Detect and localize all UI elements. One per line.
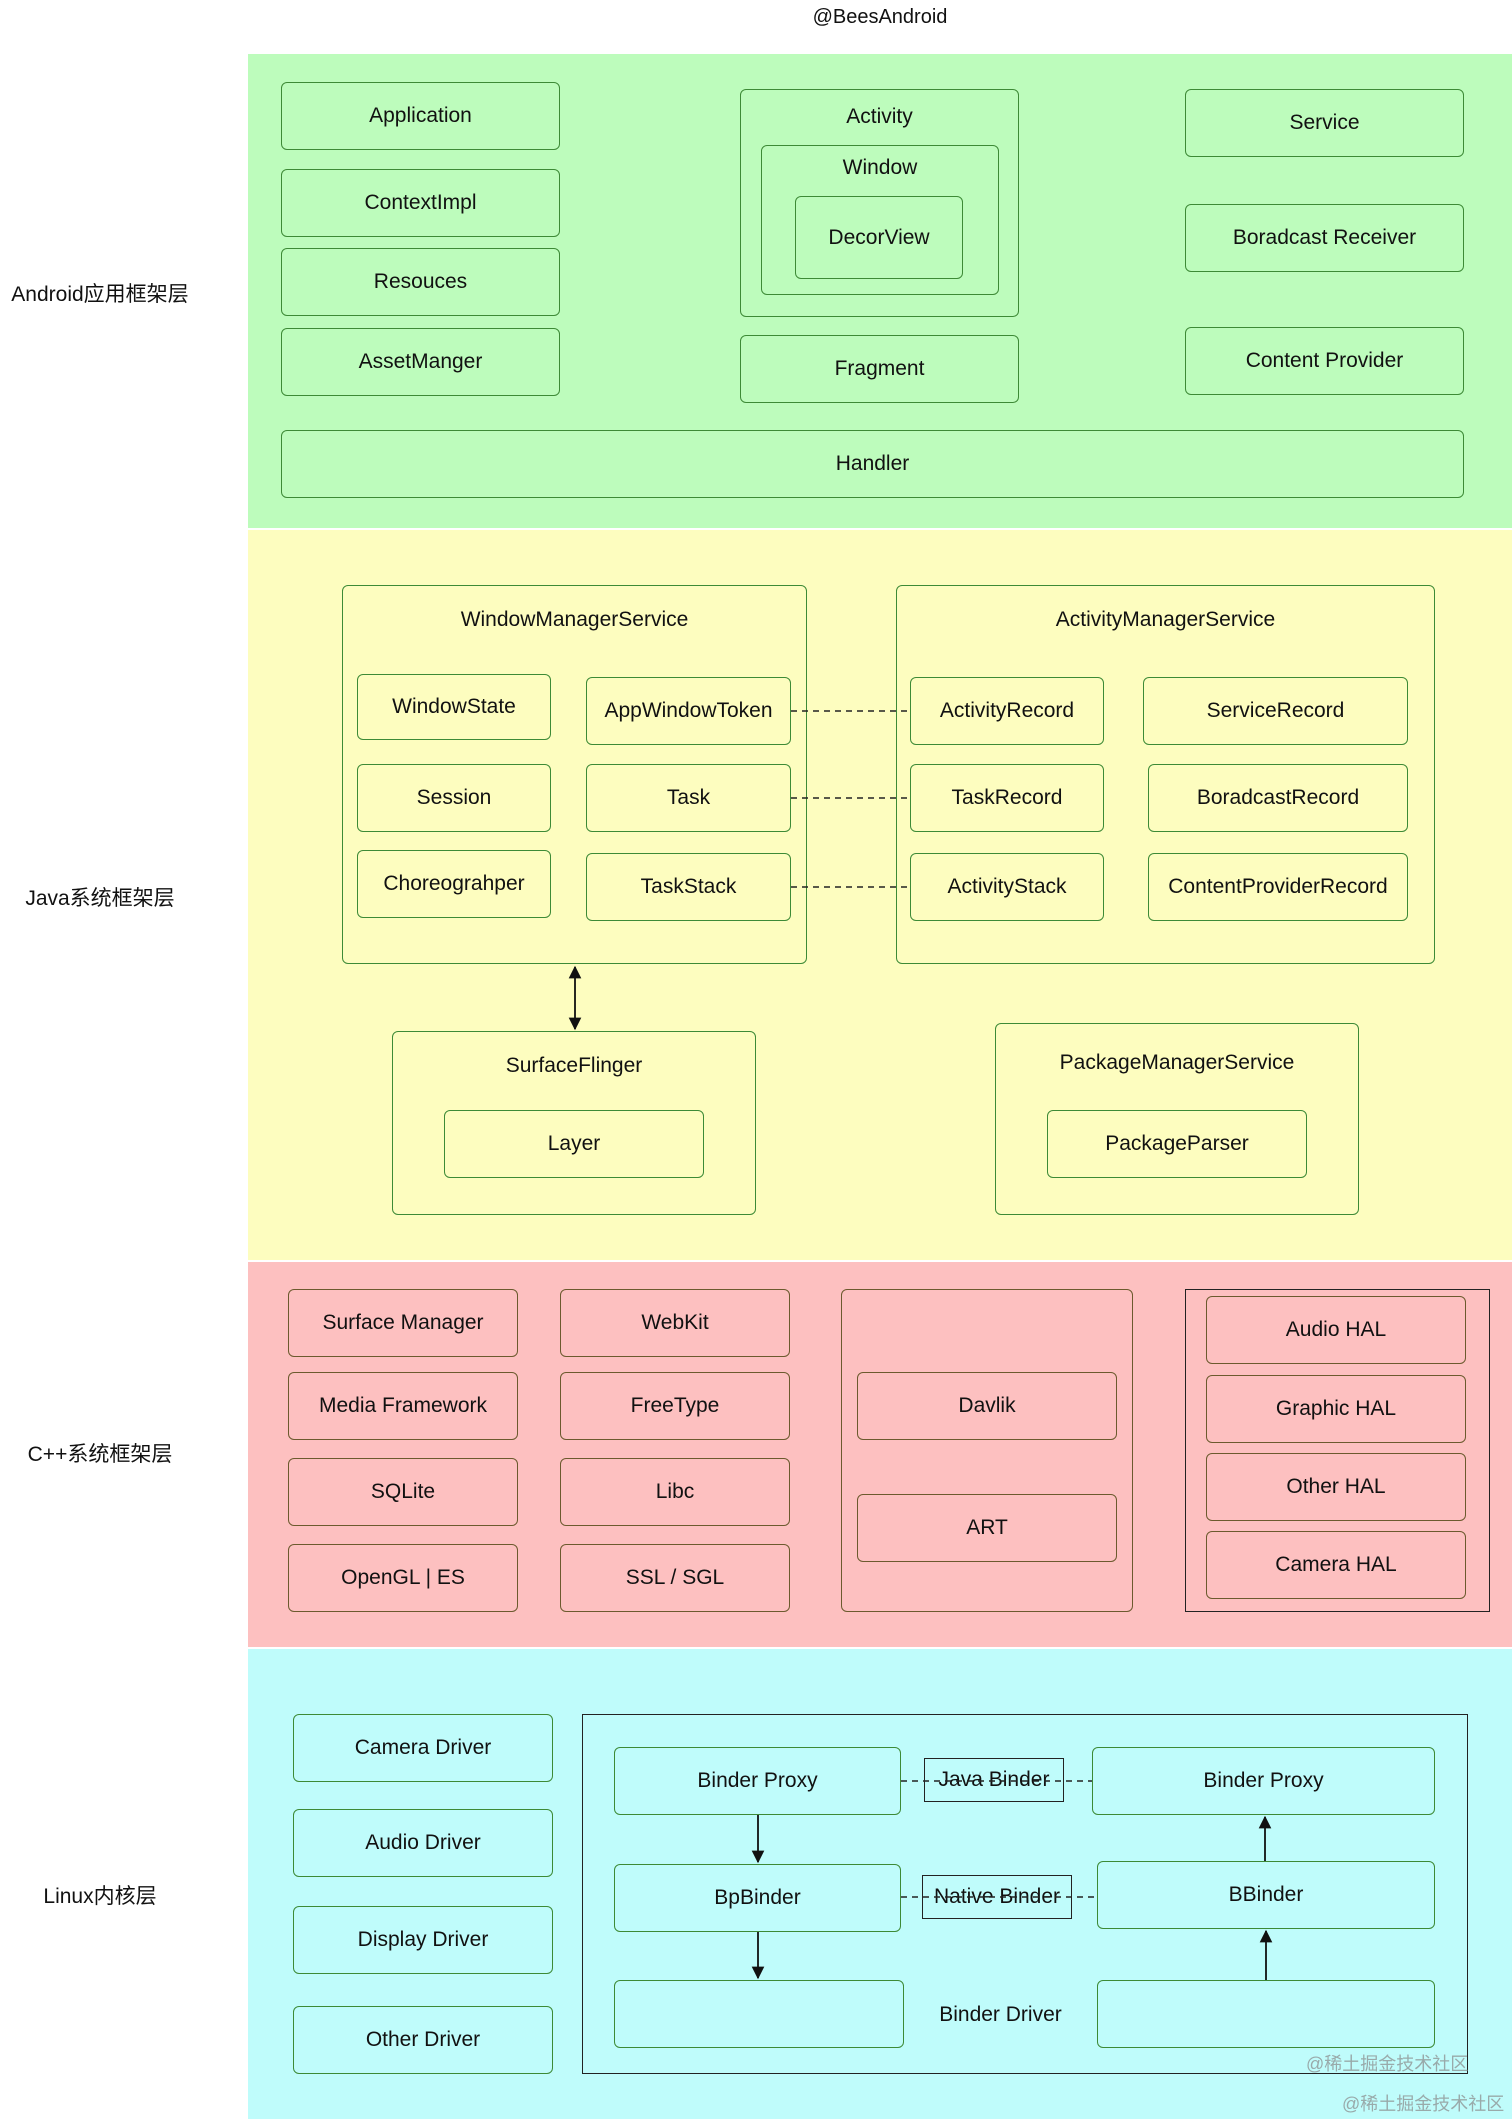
package-parser-box: PackageParser	[1047, 1110, 1307, 1178]
sqlite-box: SQLite	[288, 1458, 518, 1526]
decorview-box: DecorView	[795, 196, 963, 279]
ams-title: ActivityManagerService	[1055, 608, 1276, 631]
window-title: Window	[842, 156, 918, 179]
watermark-outer: @稀土掘金技术社区	[1342, 2094, 1505, 2114]
pms-title: PackageManagerService	[1059, 1051, 1295, 1074]
binder-driver-right-box	[1097, 1980, 1435, 2048]
package-manager-service-container: PackageManagerService	[995, 1023, 1359, 1215]
app-window-token-box: AppWindowToken	[586, 677, 791, 745]
binder-proxy-left-box: Binder Proxy	[614, 1747, 901, 1815]
binder-driver-left-box	[614, 1980, 904, 2048]
davlik-box: Davlik	[857, 1372, 1117, 1440]
diagram-author-tag: @BeesAndroid	[812, 6, 948, 28]
assetmanager-box: AssetManger	[281, 328, 560, 396]
webkit-box: WebKit	[560, 1289, 790, 1357]
camera-driver-box: Camera Driver	[293, 1714, 553, 1782]
binder-driver-label: Binder Driver	[939, 2003, 1062, 2026]
layer-box: Layer	[444, 1110, 704, 1178]
layer-label-cpp: C++系统框架层	[27, 1443, 173, 1466]
task-stack-box: TaskStack	[586, 853, 791, 921]
watermark-inner: @稀土掘金技术社区	[1306, 2054, 1469, 2074]
handler-box: Handler	[281, 430, 1464, 498]
media-framework-box: Media Framework	[288, 1372, 518, 1440]
activity-title: Activity	[846, 105, 913, 128]
bbinder-box: BBinder	[1097, 1861, 1435, 1929]
hal-container	[1185, 1289, 1490, 1612]
activity-manager-service-container: ActivityManagerService	[896, 585, 1435, 964]
broadcast-receiver-box: Boradcast Receiver	[1185, 204, 1464, 272]
layer-label-app: Android应用框架层	[11, 283, 189, 306]
contextimpl-box: ContextImpl	[281, 169, 560, 237]
surface-flinger-container: SurfaceFlinger	[392, 1031, 756, 1215]
layer-label-java: Java系统框架层	[25, 887, 175, 910]
window-state-box: WindowState	[357, 674, 551, 740]
content-provider-box: Content Provider	[1185, 327, 1464, 395]
binder-proxy-right-box: Binder Proxy	[1092, 1747, 1435, 1815]
task-box: Task	[586, 764, 791, 832]
java-binder-label: Java Binder	[924, 1758, 1064, 1802]
content-provider-record-box: ContentProviderRecord	[1148, 853, 1408, 921]
service-box: Service	[1185, 89, 1464, 157]
service-record-box: ServiceRecord	[1143, 677, 1408, 745]
activity-container: Activity	[740, 89, 1019, 317]
graphic-hal-box: Graphic HAL	[1206, 1375, 1466, 1443]
layer-label-linux: Linux内核层	[43, 1885, 157, 1908]
task-record-box: TaskRecord	[910, 764, 1104, 832]
activity-stack-box: ActivityStack	[910, 853, 1104, 921]
ssl-sgl-box: SSL / SGL	[560, 1544, 790, 1612]
camera-hal-box: Camera HAL	[1206, 1531, 1466, 1599]
libc-box: Libc	[560, 1458, 790, 1526]
audio-hal-box: Audio HAL	[1206, 1296, 1466, 1364]
resources-box: Resouces	[281, 248, 560, 316]
runtime-container	[841, 1289, 1133, 1612]
surface-flinger-title: SurfaceFlinger	[505, 1054, 643, 1077]
binder-container	[582, 1714, 1468, 2074]
freetype-box: FreeType	[560, 1372, 790, 1440]
session-box: Session	[357, 764, 551, 832]
activity-record-box: ActivityRecord	[910, 677, 1104, 745]
other-hal-box: Other HAL	[1206, 1453, 1466, 1521]
broadcast-record-box: BoradcastRecord	[1148, 764, 1408, 832]
surface-manager-box: Surface Manager	[288, 1289, 518, 1357]
opengl-es-box: OpenGL | ES	[288, 1544, 518, 1612]
choreographer-box: Choreograhper	[357, 850, 551, 918]
art-box: ART	[857, 1494, 1117, 1562]
application-box: Application	[281, 82, 560, 150]
wms-title: WindowManagerService	[460, 608, 689, 631]
bpbinder-box: BpBinder	[614, 1864, 901, 1932]
window-container: Window	[761, 145, 999, 295]
fragment-box: Fragment	[740, 335, 1019, 403]
display-driver-box: Display Driver	[293, 1906, 553, 1974]
other-driver-box: Other Driver	[293, 2006, 553, 2074]
window-manager-service-container: WindowManagerService	[342, 585, 807, 964]
audio-driver-box: Audio Driver	[293, 1809, 553, 1877]
